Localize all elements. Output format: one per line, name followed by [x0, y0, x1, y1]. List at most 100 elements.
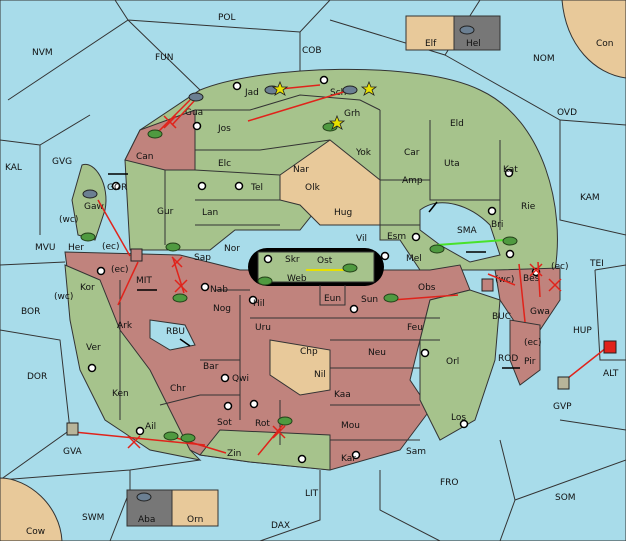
supply-centre-ail — [135, 426, 145, 436]
label-sot: Sot — [217, 418, 232, 428]
army-unit-rot[interactable] — [277, 416, 293, 426]
supply-centre-ver — [87, 363, 97, 373]
label-bor: BOR — [21, 307, 40, 317]
label-hup: HUP — [573, 326, 592, 336]
label-sam: Sam — [406, 447, 426, 457]
supply-centre-tel — [234, 181, 244, 191]
label-ken: Ken — [112, 389, 129, 399]
supply-centre-mel — [380, 251, 390, 261]
supply-centre-sun — [349, 304, 359, 314]
supply-centre-bri — [505, 249, 515, 259]
label-feu: Feu — [407, 323, 423, 333]
army-unit-ost[interactable] — [342, 263, 358, 273]
bounce-marker-rot — [272, 425, 286, 439]
internal-borders — [119, 94, 501, 445]
label-nvm: NVM — [32, 48, 53, 58]
label-ark: Ark — [117, 321, 133, 331]
label-gwa: Gwa — [530, 307, 550, 317]
region-can[interactable] — [124, 109, 196, 171]
flag-unit-mit[interactable] — [130, 248, 143, 262]
label-vil: Vil — [356, 234, 367, 244]
label-dor: DOR — [27, 372, 47, 382]
label-web: Web — [287, 274, 307, 284]
fleet-unit-gaw[interactable] — [82, 189, 98, 199]
flag-unit-gva[interactable] — [66, 422, 79, 436]
label-elc: Elc — [218, 159, 231, 169]
label-skr: Skr — [285, 255, 300, 265]
label-nor: Nor — [224, 244, 240, 254]
supply-centre-kar — [351, 450, 361, 460]
label-tei: TEI — [589, 259, 604, 269]
label-kam: KAM — [580, 193, 600, 203]
fleet-unit-sch[interactable] — [342, 85, 358, 95]
home-label-hel: Hel — [466, 39, 481, 49]
home-label-orn: Orn — [187, 515, 203, 525]
army-unit-web[interactable] — [257, 276, 273, 286]
label-ost: Ost — [317, 256, 333, 266]
supply-centre-orl — [420, 348, 430, 358]
army-unit-ail-2[interactable] — [180, 433, 196, 443]
label-yok: Yok — [355, 148, 372, 158]
army-unit-sap[interactable] — [165, 242, 181, 252]
label-lit: LIT — [305, 489, 319, 499]
label-fun: FUN — [155, 53, 174, 63]
fleet-unit-hel-box[interactable] — [459, 25, 475, 35]
units — [66, 25, 617, 502]
label-esm: Esm — [387, 232, 406, 242]
flag-unit-gvp[interactable] — [557, 376, 570, 390]
label-jos: Jos — [217, 124, 231, 134]
label-orl: Orl — [446, 357, 459, 367]
army-unit-bri[interactable] — [502, 236, 518, 246]
region-nil[interactable] — [269, 339, 331, 396]
supply-centre-rie — [487, 206, 497, 216]
coast-label-ec-her: (ec) — [102, 242, 120, 252]
flag-unit-buc[interactable] — [481, 278, 494, 292]
army-unit-her[interactable] — [80, 232, 96, 242]
label-fro: FRO — [440, 478, 459, 488]
star-icon-grh — [328, 114, 346, 130]
label-som: SOM — [555, 493, 576, 503]
label-sun: Sun — [361, 295, 378, 305]
supply-centre-kat — [504, 168, 514, 178]
bounce-marker-bes — [529, 263, 543, 277]
fleet-unit-aba-box[interactable] — [136, 492, 152, 502]
label-nar: Nar — [293, 165, 309, 175]
army-unit-can[interactable] — [147, 129, 163, 139]
label-nab: Nab — [210, 285, 228, 295]
army-unit-ail[interactable] — [163, 431, 179, 441]
label-qwi: Qwi — [232, 374, 249, 384]
supply-centre-esm — [411, 232, 421, 242]
order-ail-zin — [169, 435, 227, 454]
army-unit-sma-fleet[interactable] — [429, 244, 445, 254]
supply-centre-kor — [96, 266, 106, 276]
order-gua-support — [171, 99, 196, 126]
strait-connections — [108, 173, 520, 369]
label-chr: Chr — [170, 384, 186, 394]
army-unit-sun[interactable] — [383, 293, 399, 303]
order-rot-zin — [257, 420, 287, 456]
home-box-orn — [171, 489, 219, 527]
label-mit: MIT — [136, 276, 152, 286]
label-kor: Kor — [80, 283, 95, 293]
label-nog: Nog — [213, 304, 231, 314]
region-olk-nar-hug[interactable] — [279, 139, 381, 226]
region-orl-los[interactable] — [419, 289, 501, 441]
label-ver: Ver — [86, 343, 101, 353]
fleet-unit-gua[interactable] — [188, 92, 204, 102]
label-tel: Tel — [250, 183, 263, 193]
label-lan: Lan — [202, 208, 218, 218]
flag-unit-alt[interactable] — [603, 340, 617, 354]
bounce-markers — [127, 115, 562, 449]
region-ver-ken[interactable] — [64, 264, 202, 461]
region-zin-strip[interactable] — [199, 429, 331, 471]
order-can-gua — [155, 99, 191, 135]
sea-sma[interactable] — [419, 202, 501, 263]
army-unit-nab[interactable] — [172, 293, 188, 303]
label-eun: Eun — [324, 294, 341, 304]
label-kal: KAL — [5, 163, 22, 173]
label-kat: Kat — [503, 165, 518, 175]
label-pir: Pir — [524, 357, 536, 367]
label-nom: NOM — [533, 54, 555, 64]
corner-label-cow: Cow — [26, 527, 45, 537]
